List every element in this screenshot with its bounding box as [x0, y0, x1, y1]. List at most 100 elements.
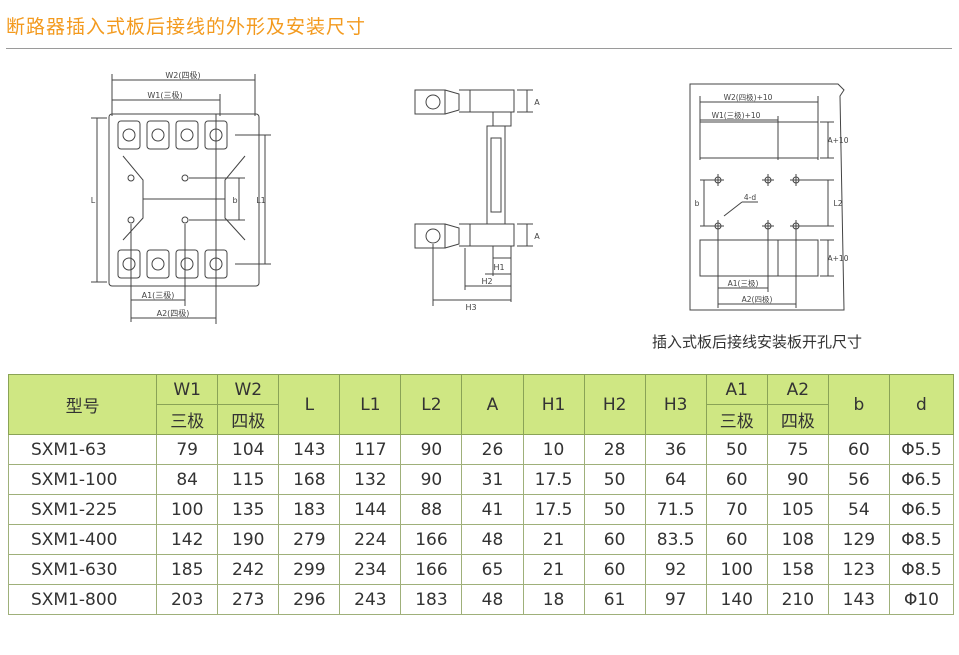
a1-label: A1(三极): [142, 290, 175, 300]
cell-l2: 90: [400, 434, 463, 465]
cell-b: 129: [827, 524, 890, 555]
cell-a: 31: [461, 464, 524, 495]
cell-h3: 71.5: [644, 494, 707, 525]
header-a: A: [461, 374, 524, 435]
cell-b: 56: [827, 464, 890, 495]
cell-model: SXM1-100: [7, 464, 158, 495]
cell-model: SXM1-800: [7, 584, 158, 615]
cell-b: 60: [827, 434, 890, 465]
header-l: L: [278, 374, 341, 435]
table-row: SXM1-100 84 115 168 132 90 31 17.5 50 64…: [7, 464, 955, 495]
subheader-a1: 三极: [705, 404, 768, 435]
cell-a: 48: [461, 524, 524, 555]
cell-l1: 117: [339, 434, 402, 465]
dimension-table: 型号 W1 W2 L L1 L2 A H1 H2 H3 A1 A2 b d 三极…: [7, 374, 955, 615]
cell-w2: 190: [217, 524, 280, 555]
cell-d: Φ8.5: [888, 524, 955, 555]
table-row: SXM1-400 142 190 279 224 166 48 21 60 83…: [7, 524, 955, 555]
cell-l1: 132: [339, 464, 402, 495]
cell-a1: 100: [705, 554, 768, 585]
l-label: L: [91, 196, 96, 205]
side-view-drawing: A A H1 H2 H3: [414, 89, 540, 312]
w2-label: W2(四极): [165, 70, 200, 80]
table-row: SXM1-225 100 135 183 144 88 41 17.5 50 7…: [7, 494, 955, 525]
cell-a1: 70: [705, 494, 768, 525]
cell-d: Φ6.5: [888, 494, 955, 525]
cell-b: 143: [827, 584, 890, 615]
cell-h3: 83.5: [644, 524, 707, 555]
cell-h1: 17.5: [522, 464, 585, 495]
cell-w2: 104: [217, 434, 280, 465]
cell-h2: 61: [583, 584, 646, 615]
cell-h1: 21: [522, 524, 585, 555]
b-label: b: [232, 196, 237, 205]
cell-l1: 144: [339, 494, 402, 525]
cell-h2: 60: [583, 554, 646, 585]
header-w1: W1: [156, 374, 219, 405]
cell-l: 168: [278, 464, 341, 495]
cell-a: 26: [461, 434, 524, 465]
cell-w2: 242: [217, 554, 280, 585]
cell-h2: 50: [583, 494, 646, 525]
title-divider: [6, 48, 952, 49]
cell-h3: 36: [644, 434, 707, 465]
cell-h2: 60: [583, 524, 646, 555]
cell-model: SXM1-400: [7, 524, 158, 555]
header-w2: W2: [217, 374, 280, 405]
cell-a1: 60: [705, 464, 768, 495]
cell-w1: 203: [156, 584, 219, 615]
cell-a2: 210: [766, 584, 829, 615]
cell-w1: 100: [156, 494, 219, 525]
subheader-a2: 四极: [766, 404, 829, 435]
cell-l: 299: [278, 554, 341, 585]
a1-cutout-label: A1(三极): [728, 278, 759, 288]
cell-a2: 90: [766, 464, 829, 495]
cell-l1: 234: [339, 554, 402, 585]
header-a1: A1: [705, 374, 768, 405]
cell-d: Φ8.5: [888, 554, 955, 585]
cell-l2: 166: [400, 554, 463, 585]
cell-a: 41: [461, 494, 524, 525]
page-title: 断路器插入式板后接线的外形及安装尺寸: [6, 16, 367, 38]
cell-w2: 115: [217, 464, 280, 495]
cell-h1: 21: [522, 554, 585, 585]
l1-label: L1: [256, 196, 266, 205]
cell-l2: 166: [400, 524, 463, 555]
a-label-top: A: [534, 98, 540, 107]
a2-label: A2(四极): [157, 308, 190, 318]
a10-bottom-label: A+10: [828, 254, 848, 263]
header-b: b: [827, 374, 890, 435]
cell-a: 48: [461, 584, 524, 615]
a2-cutout-label: A2(四极): [742, 294, 773, 304]
cell-l2: 90: [400, 464, 463, 495]
table-row: SXM1-63 79 104 143 117 90 26 10 28 36 50…: [7, 434, 955, 465]
cell-h3: 92: [644, 554, 707, 585]
cell-a2: 105: [766, 494, 829, 525]
panel-cutout-drawing: W2(四极)+10 W1(三极)+10 A+10 A+10 L2 b 4-d A…: [689, 83, 848, 311]
cell-b: 54: [827, 494, 890, 525]
subheader-w2: 四极: [217, 404, 280, 435]
cell-a1: 60: [705, 524, 768, 555]
cell-h2: 28: [583, 434, 646, 465]
h3-label: H3: [465, 303, 476, 312]
front-outline-drawing: W2(四极) W1(三极) L L1 b A1(三极) A2(四极): [91, 70, 271, 324]
cell-w2: 273: [217, 584, 280, 615]
w1-label: W1(三极): [147, 90, 182, 100]
cell-a1: 50: [705, 434, 768, 465]
l2-cutout-label: L2: [834, 199, 843, 208]
cell-a2: 75: [766, 434, 829, 465]
header-model: 型号: [7, 374, 158, 435]
cell-a: 65: [461, 554, 524, 585]
cell-a2: 108: [766, 524, 829, 555]
b-cutout-label: b: [695, 199, 700, 208]
cell-l1: 243: [339, 584, 402, 615]
cell-w1: 185: [156, 554, 219, 585]
cell-h3: 64: [644, 464, 707, 495]
h2-label: H2: [481, 277, 492, 286]
header-h3: H3: [644, 374, 707, 435]
subheader-w1: 三极: [156, 404, 219, 435]
header-h2: H2: [583, 374, 646, 435]
cell-h3: 97: [644, 584, 707, 615]
cell-l: 296: [278, 584, 341, 615]
cell-w1: 142: [156, 524, 219, 555]
